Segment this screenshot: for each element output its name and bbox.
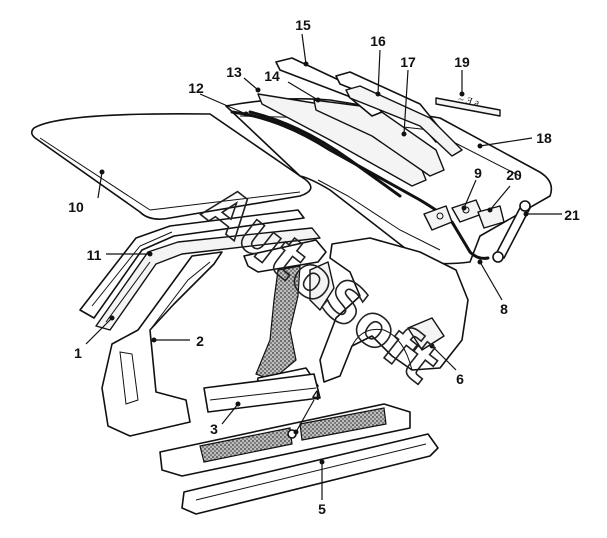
roof-panel — [30, 112, 312, 220]
callout-18: 17 — [400, 54, 416, 70]
callout-2: 2 — [196, 333, 204, 349]
molding-18 — [345, 85, 463, 157]
callout-15: 14 — [264, 68, 280, 84]
callout-11: 10 — [68, 199, 84, 215]
latch-parts — [423, 199, 505, 231]
callout-9: 9 — [474, 165, 482, 181]
weatherstrip-inner — [248, 110, 402, 198]
callout-6: 6 — [456, 371, 464, 387]
callout-1: 1 — [74, 345, 82, 361]
callout-19: 18 — [536, 130, 552, 146]
callout-5: 5 — [318, 501, 326, 517]
roof-molding-16 — [275, 57, 383, 117]
b-pillar-3 — [203, 239, 327, 413]
callout-10: 20 — [506, 167, 522, 183]
weatherstrip-long — [230, 110, 490, 260]
front-side-panel-2 — [101, 251, 223, 437]
callout-21: 21 — [564, 207, 580, 223]
seal-strip-15 — [313, 99, 445, 177]
callout-3: 3 — [210, 421, 218, 437]
callout-16: 15 — [295, 17, 311, 33]
callout-17: 16 — [370, 33, 386, 49]
callout-20: 19 — [454, 54, 470, 70]
callout-labels: 15 16 17 19 18 13 14 12 10 11 1 2 3 4 5 … — [68, 17, 580, 517]
leader-lines — [85, 33, 562, 500]
callout-4: 4 — [312, 387, 320, 403]
callout-14: 13 — [226, 64, 242, 80]
callout-8: 8 — [500, 301, 508, 317]
svg-text:~ Ǝ ǝ: ~ Ǝ ǝ — [457, 94, 480, 109]
rocker-outer-5 — [181, 433, 439, 515]
pillar-frame-12 — [79, 209, 305, 319]
callout-12: 11 — [87, 247, 102, 263]
emblem-20: ~ Ǝ ǝ — [435, 94, 501, 117]
callout-13: 12 — [188, 80, 204, 96]
gas-strut — [492, 200, 531, 263]
